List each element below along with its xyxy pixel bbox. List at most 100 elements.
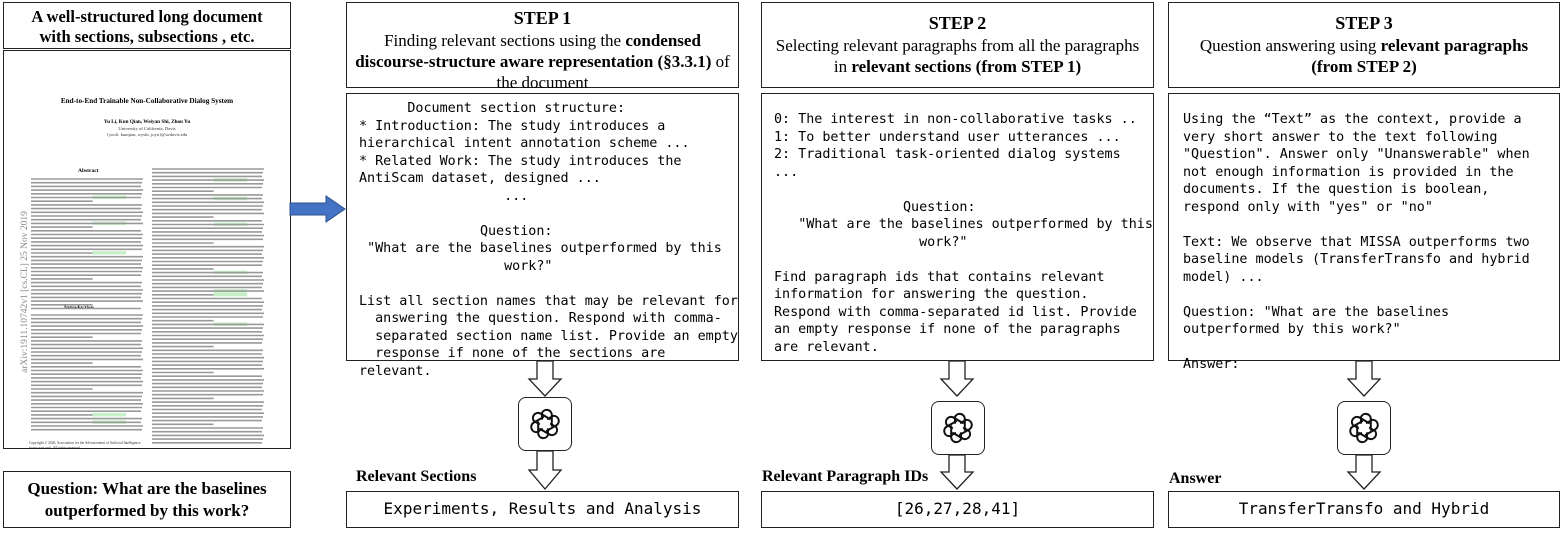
prompt-line: Answer: — [1183, 357, 1240, 372]
prompt-line — [1183, 286, 1530, 304]
paper-affiliation: University of California, Davis {yooli, … — [4, 126, 290, 138]
step3-output-value: TransferTransfo and Hybrid — [1238, 499, 1490, 518]
prompt-line: 0: The interest in non-collaborative tas… — [774, 112, 1137, 127]
prompt-line: AntiScam dataset, designed ... — [359, 171, 601, 186]
prompt-line: Find paragraph ids that contains relevan… — [774, 269, 1105, 285]
question-box: Question: What are the baselines outperf… — [3, 471, 291, 528]
paper-affiliation-line1: University of California, Davis — [118, 126, 176, 131]
openai-logo-icon — [943, 412, 973, 444]
prompt-line — [774, 181, 1153, 199]
step2-prompt-box: 0: The interest in non-collaborative tas… — [761, 93, 1154, 361]
prompt-line: not enough information is provided in th… — [1183, 164, 1514, 180]
step3-title: STEP 3 — [1335, 13, 1393, 33]
prompt-line: Text: We observe that MISSA outperforms … — [1183, 234, 1530, 250]
prompt-line: separated section name list. Provide an … — [359, 328, 738, 344]
prompt-line: are relevant. — [774, 339, 879, 355]
step1-output-value: Experiments, Results and Analysis — [383, 499, 702, 518]
step1-output-arrow-icon — [527, 450, 563, 491]
prompt-line: ... — [359, 188, 529, 204]
step2-prompt-text: 0: The interest in non-collaborative tas… — [774, 111, 1153, 356]
prompt-line: outperformed by this work?" — [1183, 322, 1401, 337]
paper-affiliation-line2: {yooli, kunqian, wyshi, joyu}@ucdavis.ed… — [106, 132, 188, 137]
step2-heading-bold: relevant sections (from STEP 1) — [851, 57, 1082, 76]
prompt-line: hierarchical intent annotation scheme ..… — [359, 136, 690, 151]
step2-title: STEP 2 — [928, 13, 987, 33]
prompt-line — [359, 275, 738, 293]
document-caption-line2: with sections, subsections , etc. — [39, 27, 255, 46]
prompt-line: Using the “Text” as the context, provide… — [1183, 112, 1522, 127]
openai-logo-icon — [530, 408, 560, 440]
step3-prompt-box: Using the “Text” as the context, provide… — [1168, 93, 1560, 372]
step2-heading-pre: in — [833, 57, 852, 76]
step1-heading-bold: condensed discourse-structure aware repr… — [355, 31, 712, 71]
step1-prompt-box: Document section structure: * Introductio… — [346, 93, 739, 379]
prompt-line: 2: Traditional task-oriented dialog syst… — [774, 147, 1121, 162]
document-caption-line1: A well-structured long document — [31, 7, 263, 26]
prompt-line: ... — [774, 164, 799, 180]
step3-heading-bold1: relevant paragraphs — [1380, 36, 1529, 55]
step1-output-box: Experiments, Results and Analysis — [346, 491, 739, 528]
right-arrow-icon — [289, 195, 346, 223]
step2-output-arrow-icon — [939, 454, 975, 490]
prompt-line: 1: To better understand user utterances … — [774, 129, 1121, 145]
prompt-line — [774, 251, 1153, 269]
step2-output-box: [26,27,28,41] — [761, 491, 1154, 528]
step3-prompt-text: Using the “Text” as the context, provide… — [1183, 111, 1530, 374]
prompt-line — [1183, 339, 1530, 357]
step3-down-arrow-icon — [1346, 360, 1382, 397]
step2-output-value: [26,27,28,41] — [894, 499, 1021, 518]
step1-output-label: Relevant Sections — [356, 468, 477, 485]
prompt-line: Respond with comma-separated id list. Pr… — [774, 304, 1137, 320]
prompt-line: Question: — [774, 199, 976, 215]
step1-header-box: STEP 1 Finding relevant sections using t… — [346, 2, 739, 92]
step3-output-box: TransferTransfo and Hybrid — [1168, 491, 1560, 528]
prompt-line: List all section names that may be relev… — [359, 293, 738, 309]
question-line2: outperformed by this work? — [44, 501, 250, 520]
prompt-line: "What are the baselines outperformed by … — [359, 241, 722, 256]
step3-output-label: Answer — [1169, 470, 1222, 487]
prompt-line: * Introduction: The study introduces a — [359, 118, 666, 134]
step1-prompt-text: Document section structure: * Introductio… — [359, 100, 738, 380]
prompt-line — [1183, 216, 1530, 234]
prompt-line: model) ... — [1183, 269, 1264, 285]
step3-heading-pre: Question answering using — [1199, 36, 1381, 55]
prompt-line: response if none of the sections are rel… — [359, 346, 674, 379]
prompt-line: Question: — [359, 223, 553, 239]
step1-heading-post: of the document — [496, 52, 730, 92]
step1-down-arrow-icon — [527, 360, 563, 397]
step2-header-box: STEP 2 Selecting relevant paragraphs fro… — [761, 2, 1154, 88]
openai-logo-icon — [1349, 412, 1379, 444]
step3-header-box: STEP 3 Question answering using relevant… — [1168, 2, 1560, 88]
paper-authors: Yu Li, Kun Qian, Weiyan Shi, Zhou Yu — [103, 119, 191, 125]
prompt-line: work?" — [774, 234, 968, 250]
paper-title: End-to-End Trainable Non-Collaborative D… — [60, 97, 234, 105]
prompt-line: answering the question. Respond with com… — [359, 311, 722, 326]
step3-output-arrow-icon — [1346, 454, 1382, 490]
paper-text-lines — [31, 168, 264, 444]
step3-openai-icon-box — [1337, 401, 1391, 455]
question-line1: Question: What are the baselines — [27, 479, 267, 498]
prompt-line: an empty response if none of the paragra… — [774, 322, 1121, 337]
step1-title: STEP 1 — [513, 8, 572, 28]
prompt-line: information for answering the question. — [774, 287, 1089, 302]
abstract-heading: Abstract — [78, 168, 99, 174]
prompt-line: work?" — [359, 258, 553, 274]
prompt-line: very short answer to the text following — [1183, 129, 1498, 145]
prompt-line: "What are the baselines outperformed by … — [774, 217, 1153, 232]
prompt-line: * Related Work: The study introduces the — [359, 153, 682, 169]
step2-down-arrow-icon — [939, 360, 975, 397]
prompt-line — [359, 205, 738, 223]
step3-heading-bold2: (from STEP 2) — [1311, 57, 1417, 76]
step2-heading-line1: Selecting relevant paragraphs from all t… — [775, 36, 1140, 55]
step2-output-label: Relevant Paragraph IDs — [762, 468, 929, 485]
prompt-line: Question: "What are the baselines — [1183, 304, 1450, 320]
prompt-line: Document section structure: — [359, 101, 626, 116]
prompt-line: respond only with "yes" or "no" — [1183, 199, 1433, 215]
paper-thumbnail: End-to-End Trainable Non-Collaborative D… — [3, 50, 291, 449]
step1-heading-pre: Finding relevant sections using the — [384, 31, 626, 50]
step1-openai-icon-box — [518, 397, 572, 451]
document-caption-box: A well-structured long document with sec… — [3, 2, 291, 49]
step2-openai-icon-box — [931, 401, 985, 455]
prompt-line: "Question". Answer only "Unanswerable" w… — [1183, 147, 1530, 162]
paper-copyright: Copyright © 2020, Association for the Ad… — [29, 441, 141, 449]
